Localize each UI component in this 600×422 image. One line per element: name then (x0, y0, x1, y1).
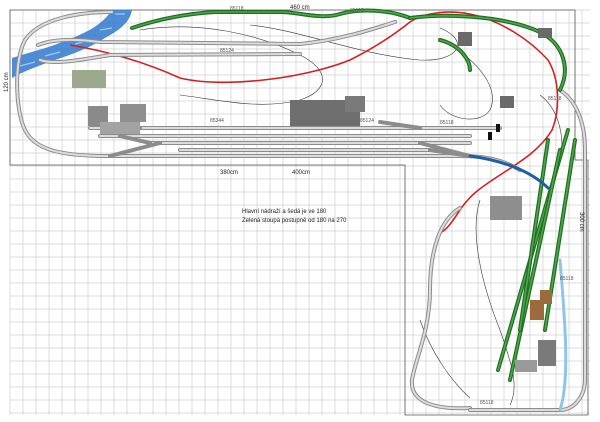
green-rising-track (130, 8, 577, 382)
lightblue-track (558, 258, 568, 412)
label-top-c: 85124 (220, 48, 234, 54)
blue-track (468, 154, 550, 190)
grey-main-loop (15, 10, 587, 412)
note-line-2: Zelená stoupá postupně od 180 na 270 (242, 218, 347, 224)
dim-top-width: 460 cm (290, 5, 310, 11)
dim-left-height: 120 cm (4, 72, 10, 92)
label-bottom-a: 85118 (480, 400, 494, 406)
label-station-c: 85124 (360, 118, 374, 124)
label-right-b: 85118 (560, 276, 574, 282)
note-line-1: Hlavní nádraží a šedá je ve 180 (242, 209, 327, 215)
label-station-b: 85118 (440, 120, 454, 126)
dim-station-b: 400cm (292, 170, 310, 176)
label-top-a: 85118 (230, 6, 244, 12)
baseboard-outline (9, 9, 589, 416)
dim-right-height: 300 cm (578, 212, 584, 232)
label-right-a: 85118 (548, 96, 562, 102)
label-top-b: 85119 (350, 8, 364, 14)
buildings (72, 28, 556, 372)
station-tracks (88, 120, 502, 158)
label-station-a: 85344 (210, 118, 224, 124)
dim-station-a: 380cm (220, 170, 238, 176)
